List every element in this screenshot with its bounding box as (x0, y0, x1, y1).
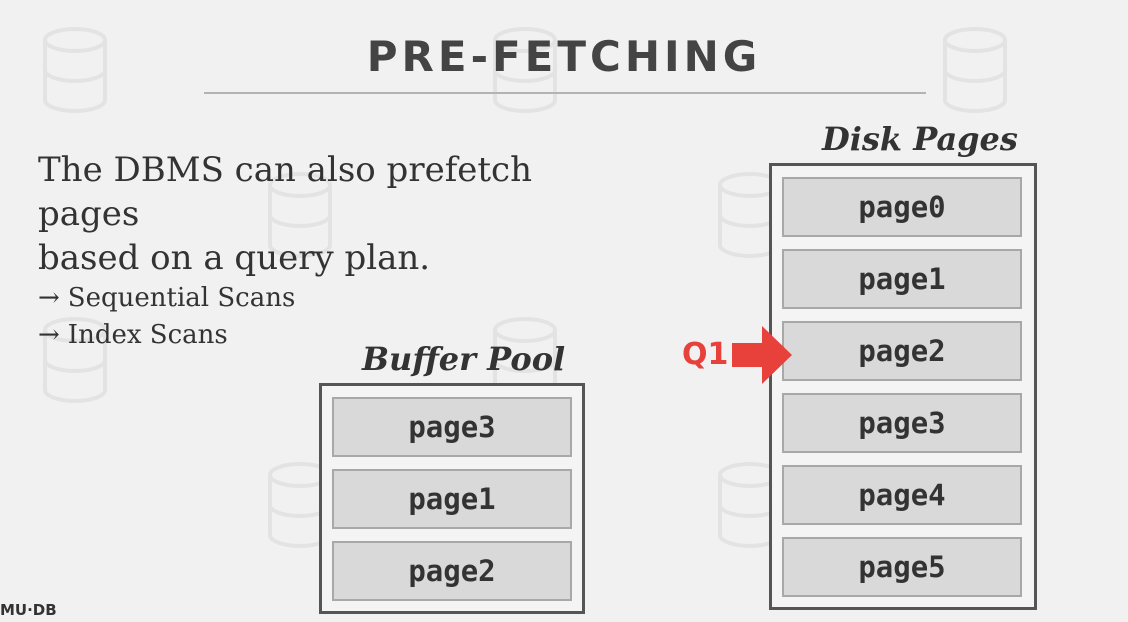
title-divider (204, 92, 926, 94)
arrow-bullet-icon: → (38, 320, 60, 350)
database-watermark-icon (943, 27, 1007, 113)
buffer-pool-page: page3 (332, 397, 572, 457)
disk-page: page0 (782, 177, 1022, 237)
database-watermark-icon (268, 172, 332, 258)
disk-page: page4 (782, 465, 1022, 525)
disk-page: page5 (782, 537, 1022, 597)
bullet-text: Sequential Scans (67, 283, 296, 313)
disk-page: page2 (782, 321, 1022, 381)
disk-page: page3 (782, 393, 1022, 453)
disk-pages-label: Disk Pages (822, 120, 1018, 158)
disk-page: page1 (782, 249, 1022, 309)
course-logo: MU·DB (0, 601, 57, 619)
query-pointer-arrow-icon (732, 326, 792, 384)
arrow-bullet-icon: → (38, 283, 60, 313)
lead-line-2: based on a query plan. (38, 238, 431, 278)
bullet-text: Index Scans (67, 320, 228, 350)
buffer-pool-page: page1 (332, 469, 572, 529)
page-title: PRE-FETCHING (366, 32, 762, 81)
query-label: Q1 (682, 337, 729, 372)
buffer-pool-page: page2 (332, 541, 572, 601)
lead-line-1: The DBMS can also prefetch pages (38, 150, 532, 234)
database-watermark-icon (493, 27, 557, 113)
database-watermark-icon (43, 317, 107, 403)
disk-pages-container: page0 page1 page2 page3 page4 page5 (769, 163, 1037, 610)
slide-body: The DBMS can also prefetch pages based o… (38, 148, 598, 354)
bullet-item: →Sequential Scans (38, 280, 598, 317)
bullet-item: →Index Scans (38, 317, 598, 354)
database-watermark-icon (43, 27, 107, 113)
buffer-pool-label: Buffer Pool (362, 340, 566, 378)
buffer-pool-container: page3 page1 page2 (319, 383, 585, 614)
